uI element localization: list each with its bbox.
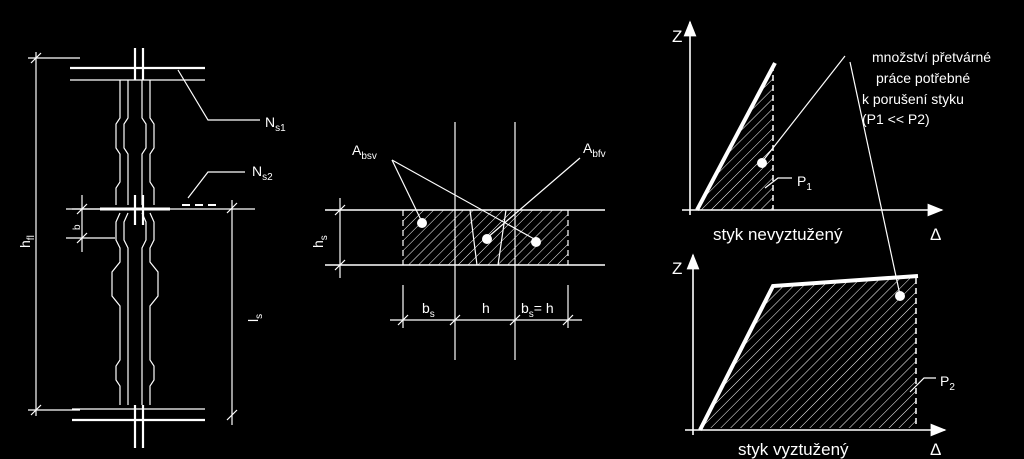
label-hfl: hfl [17, 235, 37, 248]
caption-top: styk nevyztužený [713, 225, 843, 244]
label-p2: P2 [940, 373, 955, 393]
annotation-line-3: k porušení styku [862, 91, 964, 107]
wall-profile-right-upper [149, 80, 155, 205]
marker-absv [417, 218, 427, 228]
wall-profile-left-lower [111, 212, 121, 405]
annotation-line-2: práce potřebné [876, 70, 970, 86]
axis-delta-top-label: Δ [930, 225, 941, 244]
right-panel [682, 20, 947, 437]
marker-abfv [531, 237, 541, 247]
annotation-line-4: (P1 << P2) [862, 111, 930, 127]
label-bs: bs [422, 300, 435, 320]
marker-p2 [895, 291, 905, 301]
label-b: b [72, 224, 83, 230]
label-abfv: Abfv [583, 140, 606, 160]
annotation-line-1: množství přetvárné [872, 49, 991, 65]
axis-delta-bottom-label: Δ [930, 440, 941, 459]
axis-z-top-label: Z [672, 27, 682, 46]
label-h: h [482, 300, 490, 316]
wall-profile-right-lower [149, 212, 159, 405]
axis-z-bottom-label: Z [672, 259, 682, 278]
label-hs: hs [310, 235, 330, 248]
label-bs-eq-h: bs= h [521, 300, 554, 320]
marker-center [482, 234, 492, 244]
label-ls: ls [245, 314, 265, 322]
label-ns2: Ns2 [252, 163, 273, 183]
caption-bottom: styk vyztužený [738, 440, 849, 459]
wall-profile-left-upper [115, 80, 121, 205]
label-ns1: Ns1 [265, 114, 286, 134]
label-absv: Absv [352, 142, 377, 162]
left-panel [28, 48, 260, 448]
label-p1: P1 [797, 173, 812, 193]
marker-p1 [757, 158, 767, 168]
